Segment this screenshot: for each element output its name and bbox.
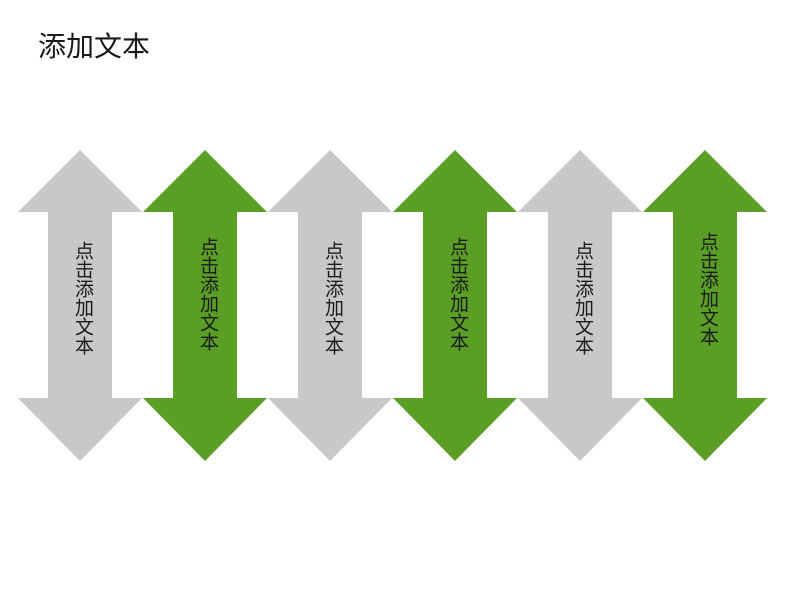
double-arrow-shape-3 xyxy=(268,150,392,461)
slide-title[interactable]: 添加文本 xyxy=(38,30,151,63)
arrow-label-6[interactable]: 点击添加文本 xyxy=(697,232,719,346)
arrow-3[interactable] xyxy=(268,150,392,461)
double-arrow-shape-6 xyxy=(643,150,767,461)
double-arrow-shape-1 xyxy=(18,150,142,461)
arrow-5[interactable] xyxy=(518,150,642,461)
double-arrow-shape-5 xyxy=(518,150,642,461)
arrow-6[interactable] xyxy=(643,150,767,461)
double-arrow-shape-4 xyxy=(393,150,517,461)
arrow-2[interactable] xyxy=(143,150,267,461)
arrow-label-2[interactable]: 点击添加文本 xyxy=(197,237,219,351)
double-arrow-shape-2 xyxy=(143,150,267,461)
arrow-label-4[interactable]: 点击添加文本 xyxy=(447,237,469,351)
arrow-label-5[interactable]: 点击添加文本 xyxy=(572,241,594,355)
arrow-label-1[interactable]: 点击添加文本 xyxy=(72,241,94,355)
arrow-label-3[interactable]: 点击添加文本 xyxy=(322,241,344,355)
arrow-1[interactable] xyxy=(18,150,142,461)
arrow-4[interactable] xyxy=(393,150,517,461)
